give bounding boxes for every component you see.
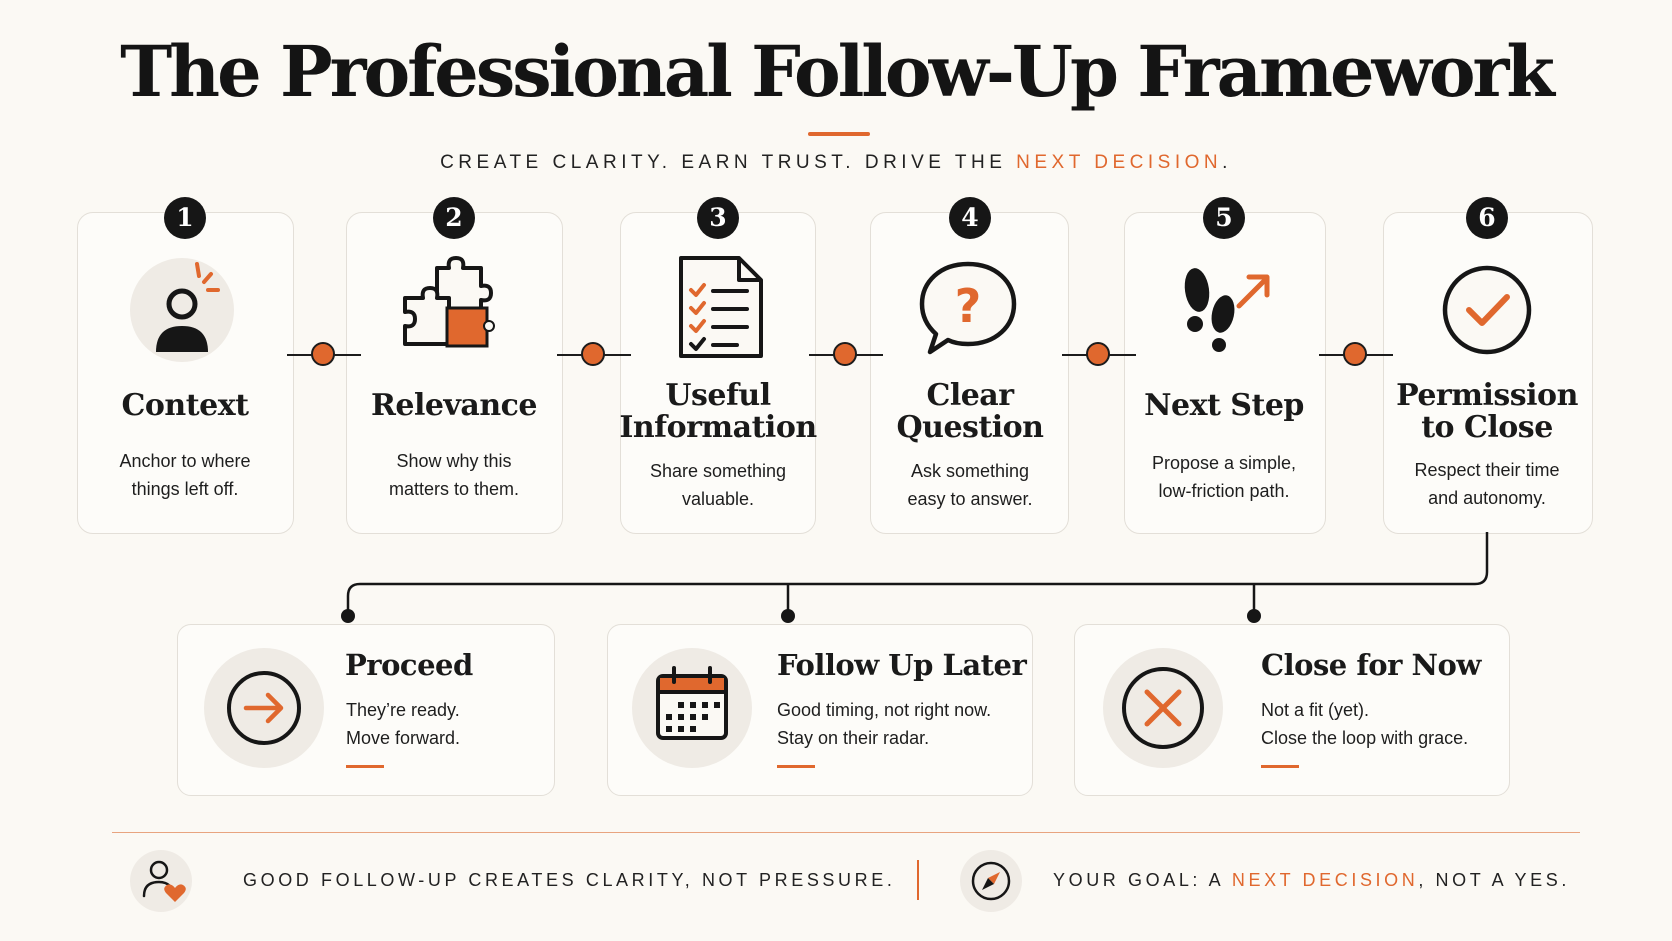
step-description-line: Anchor to where [119,451,251,471]
footer-divider-line [112,832,1580,833]
step-card-permission-to-close [1383,212,1593,534]
svg-text:?: ? [955,279,982,333]
step-description-line: valuable. [681,489,755,509]
outcome-accent-underline [1261,765,1299,768]
x-circle-icon [1122,667,1204,749]
step-connector [287,342,361,366]
step-connector [1062,342,1136,366]
step-number-badge: 2 [433,197,475,239]
step-number-badge: 6 [1466,197,1508,239]
outcome-title: Follow Up Later [777,648,1027,682]
step-card-next-step [1124,212,1326,534]
footsteps-arrow-icon [1184,268,1270,352]
step-number-badge: 3 [697,197,739,239]
footer-right-text-start: YOUR GOAL: A [1053,870,1232,890]
step-number-badge: 1 [164,197,206,239]
outcome-description: Good timing, not right now. Stay on their… [777,696,991,752]
step-connector [809,342,883,366]
calendar-icon [656,666,728,740]
outcome-title: Close for Now [1261,648,1481,682]
subtitle-accent: NEXT DECISION [1016,152,1223,173]
check-circle-icon [1442,265,1532,355]
connector-dot [1086,342,1110,366]
step-description-line: low-friction path. [1158,481,1290,501]
outcome-description-line: Good timing, not right now. [777,700,992,720]
step-description-line: matters to them. [388,479,520,499]
subtitle-end: . [1222,152,1232,173]
step-description-line: Propose a simple, [1151,453,1297,473]
connector-dot [833,342,857,366]
page-title: The Professional Follow-Up Framework [120,30,1555,113]
step-description-line: things left off. [131,479,239,499]
step-description: Respect their time and autonomy. [1367,456,1607,512]
step-description: Share something valuable. [598,457,838,513]
compass-icon [971,861,1011,901]
step-description: Ask something easy to answer. [850,457,1090,513]
person-attention-icon [130,258,234,362]
step-description-line: Ask something [910,461,1030,481]
arrow-right-circle-icon [227,671,301,745]
step-title-line: to Close [1421,410,1553,445]
step-description-line: easy to answer. [907,489,1033,509]
puzzle-icon [403,256,495,348]
step-number-badge: 4 [949,197,991,239]
step-number-badge: 5 [1203,197,1245,239]
footer-right-text: YOUR GOAL: A NEXT DECISION, NOT A YES. [1053,870,1570,891]
step-title-line: Information [619,410,817,445]
question-bubble-icon: ? [919,261,1017,355]
step-description-line: and autonomy. [1428,488,1546,508]
connector-dot [581,342,605,366]
outcome-description: Not a fit (yet). Close the loop with grac… [1261,696,1468,752]
outcome-description-line: Not a fit (yet). [1261,700,1370,720]
step-title-line: Useful [665,378,771,413]
person-heart-icon [142,860,186,902]
step-description: Anchor to where things left off. [65,447,305,503]
subtitle-text: CREATE CLARITY. EARN TRUST. DRIVE THE [440,152,1017,173]
step-title-line: Permission [1396,378,1578,413]
connector-dot [1343,342,1367,366]
connector-dot [311,342,335,366]
outcome-description-line: They’re ready. [346,700,460,720]
outcome-description-line: Close the loop with grace. [1261,728,1469,748]
step-title: Next Step [1144,388,1304,423]
checklist-document-icon [679,256,763,358]
step-description-line: Share something [649,461,787,481]
step-connector [557,342,631,366]
step-description-line: Show why this [396,451,512,471]
step-description-line: Respect their time [1414,460,1560,480]
step-title-line: Clear [926,378,1014,413]
footer-left-text: GOOD FOLLOW-UP CREATES CLARITY, NOT PRES… [243,870,896,890]
step-description: Show why this matters to them. [334,447,574,503]
step-title: Context [121,388,249,423]
outcome-description-line: Move forward. [346,728,461,748]
subtitle: CREATE CLARITY. EARN TRUST. DRIVE THE NE… [0,152,1672,174]
title-underline [808,132,870,136]
step-connector [1319,342,1393,366]
outcome-description: They’re ready. Move forward. [346,696,460,752]
outcome-accent-underline [777,765,815,768]
step-title-line: Question [896,410,1045,445]
step-title: Relevance [370,388,538,423]
outcome-title: Proceed [345,648,473,682]
footer-right-accent: NEXT DECISION [1231,870,1419,890]
footer-vertical-divider [917,860,919,900]
footer-right-text-end: , NOT A YES. [1418,870,1570,890]
step-description: Propose a simple, low-friction path. [1104,449,1344,505]
outcome-accent-underline [346,765,384,768]
outcome-description-line: Stay on their radar. [777,728,930,748]
